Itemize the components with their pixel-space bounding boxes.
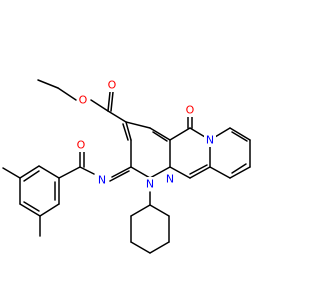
atom-labels: O O O O N N N N bbox=[74, 78, 216, 191]
atom-n-imine-label: N bbox=[98, 174, 106, 187]
atom-o-amide: O bbox=[74, 138, 88, 152]
bond-lines bbox=[2, 79, 251, 254]
atom-o-ketone-label: O bbox=[186, 104, 195, 117]
molecule-structure: O O O O N N N N bbox=[2, 78, 251, 254]
atom-o-amide-label: O bbox=[77, 139, 86, 152]
atom-n-pyridinium: N bbox=[204, 133, 216, 147]
atom-n-imine: N bbox=[96, 173, 108, 187]
atom-n-cyclohexyl-label: N bbox=[146, 178, 154, 191]
atom-n-pyrimidine: N bbox=[164, 172, 176, 186]
atom-o-ester-carbonyl-label: O bbox=[108, 79, 117, 92]
atom-o-ketone: O bbox=[184, 103, 196, 117]
atom-o-ester-carbonyl: O bbox=[106, 78, 118, 92]
atom-o-ester-alkoxy: O bbox=[77, 93, 89, 107]
atom-n-cyclohexyl: N bbox=[144, 177, 156, 191]
atom-n-pyridinium-label: N bbox=[206, 134, 214, 147]
structure-canvas: O O O O N N N N bbox=[2, 78, 251, 254]
atom-n-pyrimidine-label: N bbox=[166, 173, 174, 186]
atom-o-ester-alkoxy-label: O bbox=[79, 94, 88, 107]
